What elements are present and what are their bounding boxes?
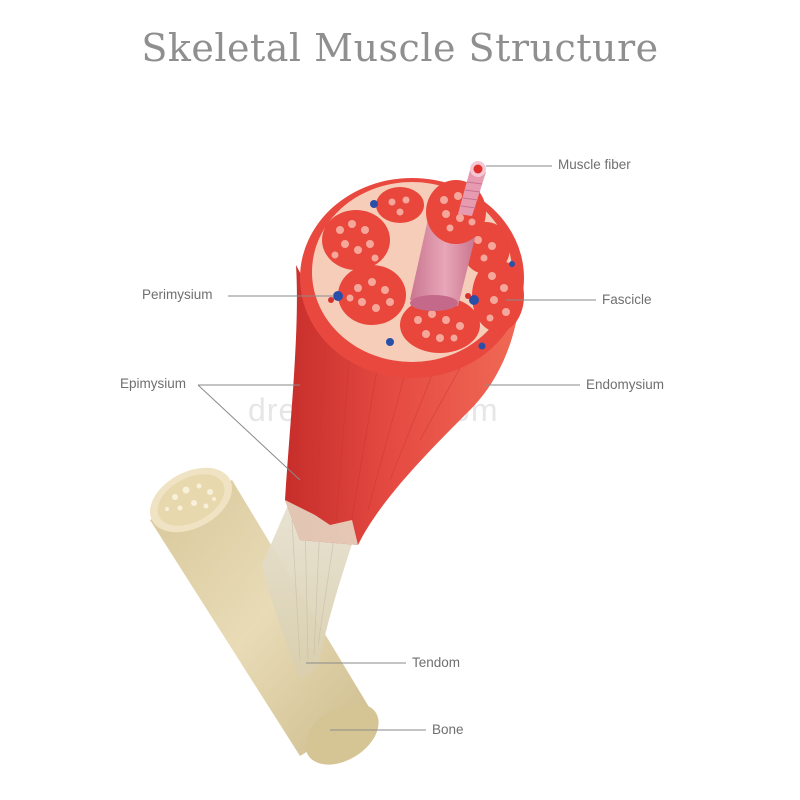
label-perimysium: Perimysium [142,287,213,302]
label-muscle-fiber: Muscle fiber [558,157,631,172]
label-bone: Bone [432,722,464,737]
label-tendom: Tendom [412,655,460,670]
label-endomysium: Endomysium [586,377,664,392]
label-epimysium: Epimysium [120,376,186,391]
label-fascicle: Fascicle [602,292,652,307]
